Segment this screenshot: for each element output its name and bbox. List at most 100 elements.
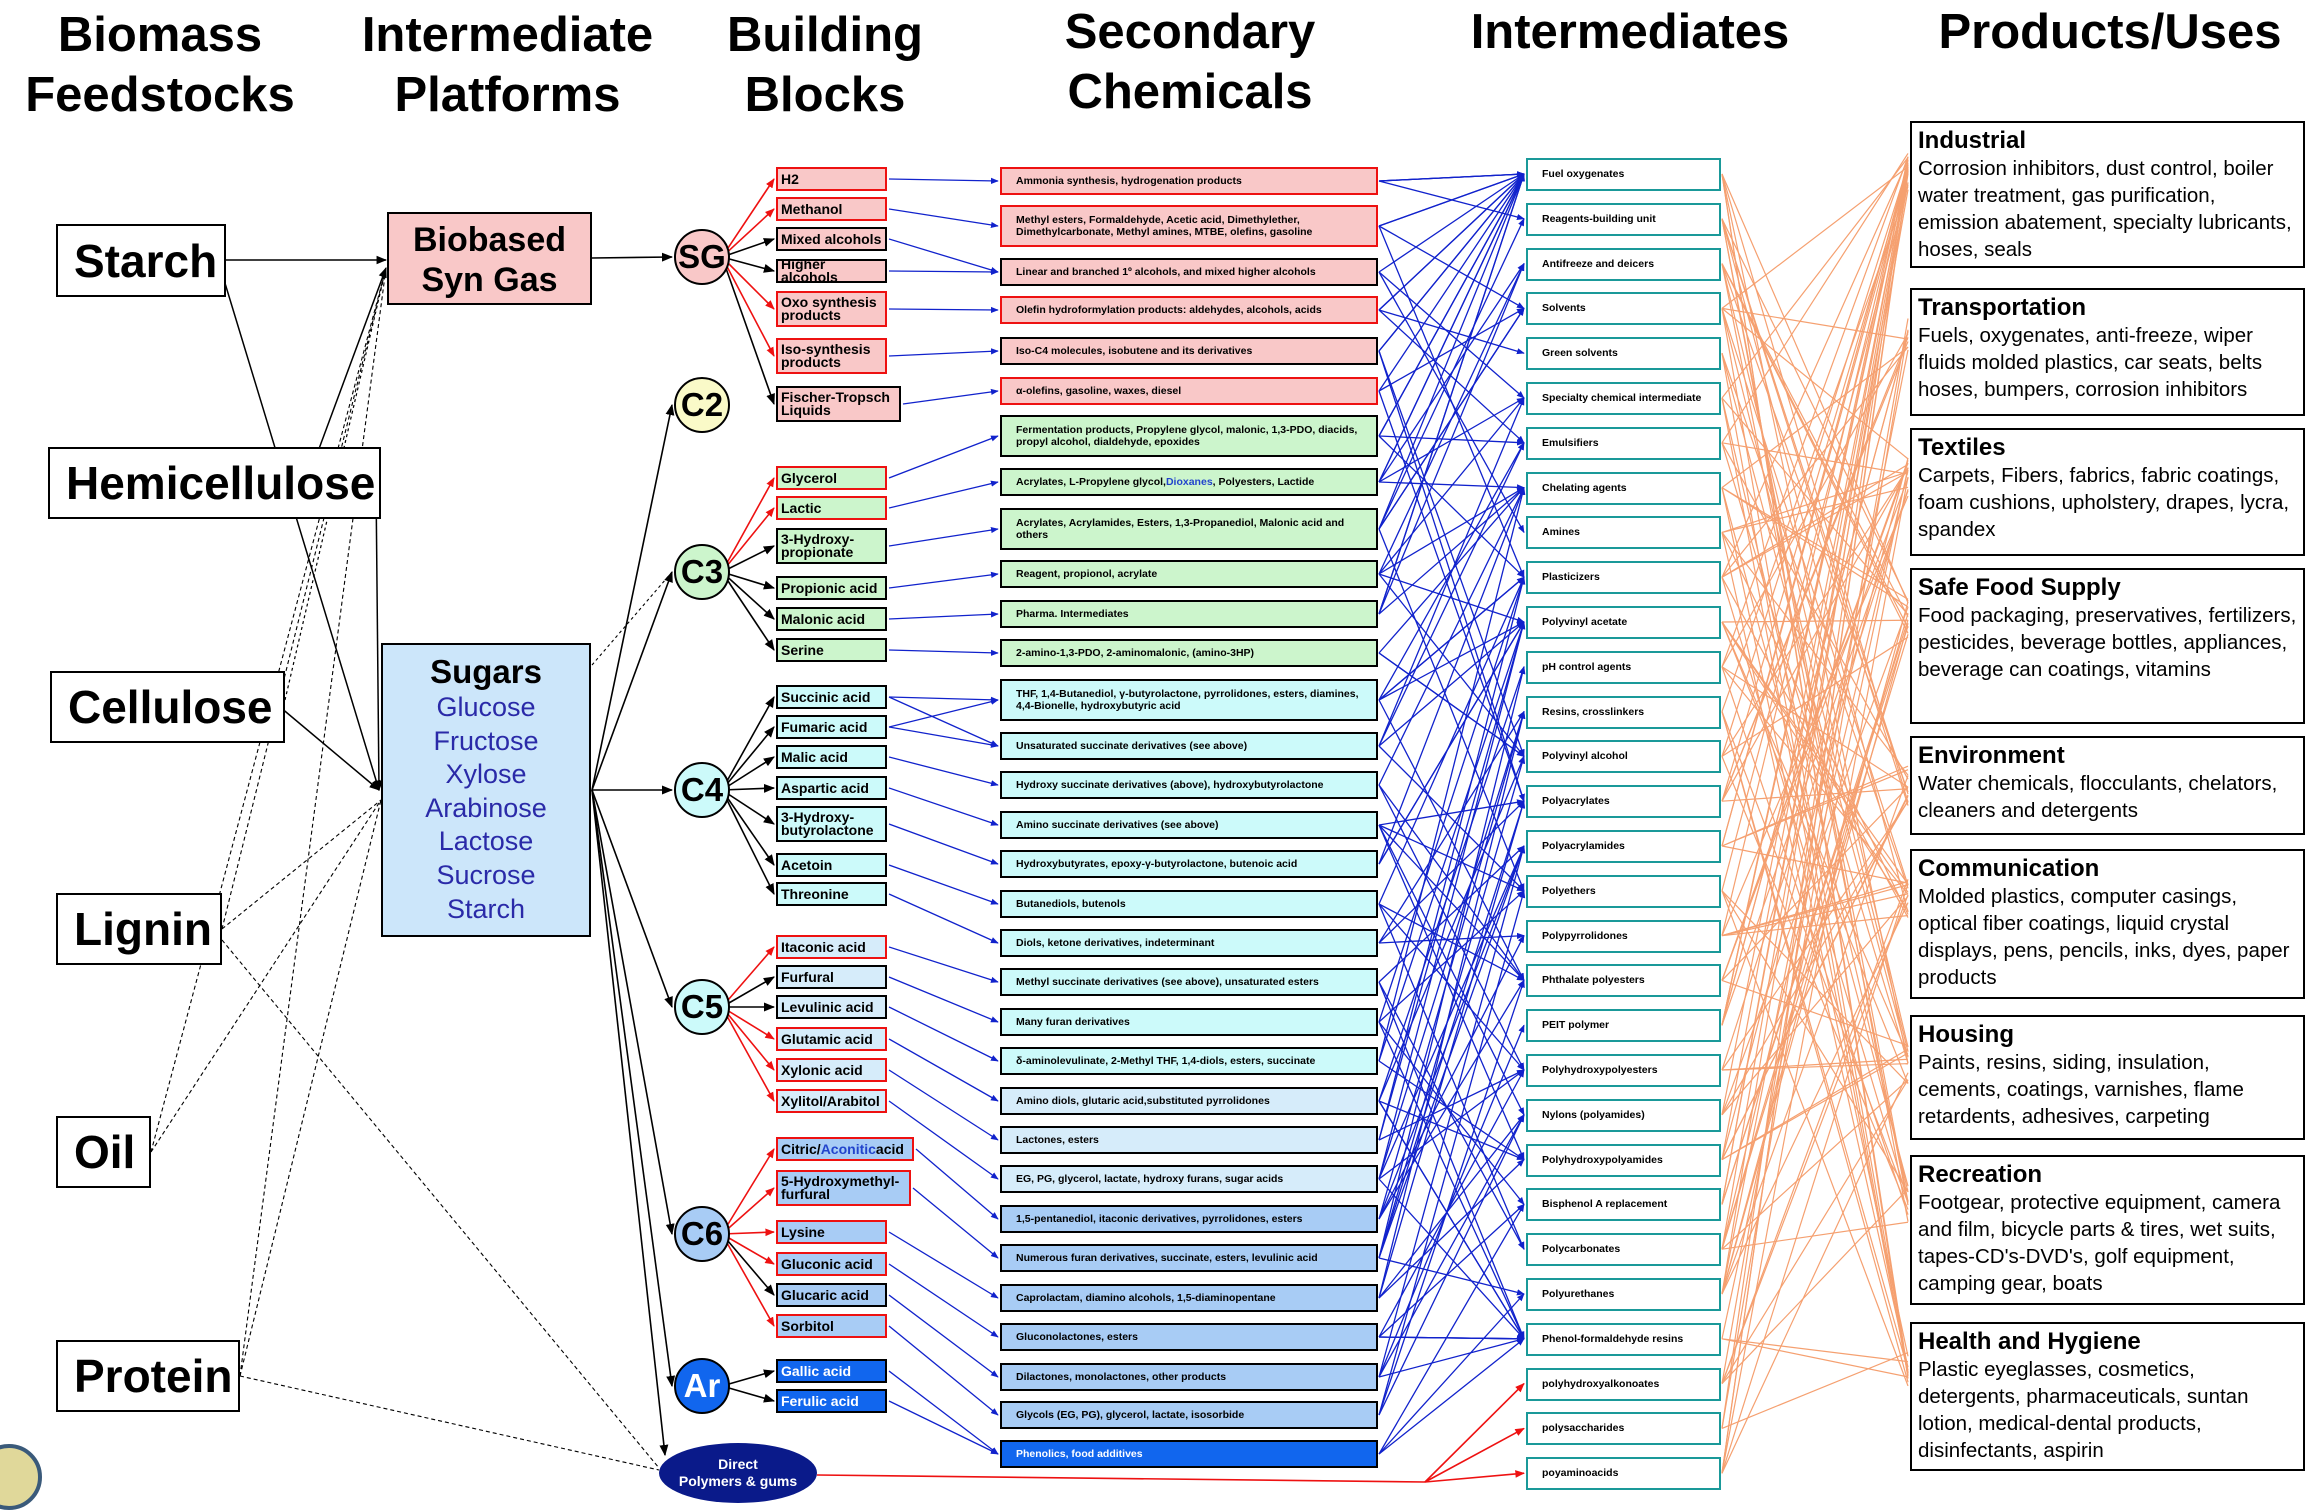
building-block-item: Ferulic acid [776,1389,887,1413]
chemical-to-intermediate-arrow [1378,1338,1525,1455]
group-to-block-line [721,477,775,573]
group-to-block-line [721,789,775,866]
product-category-description: Water chemicals, flocculants, chelators,… [1918,772,2278,822]
chemical-to-intermediate-arrow [1378,397,1525,747]
chemical-to-intermediate-arrow [1378,576,1525,701]
intermediate-to-product-link [1721,463,1909,578]
building-block-item: Methanol [776,197,887,221]
intermediate-to-product-link [1721,601,1909,1295]
product-category-description: Fuels, oxygenates, anti-freeze, wiper fl… [1918,324,2263,401]
group-to-block-line [721,208,775,258]
building-block-item: Itaconic acid [776,935,887,959]
chemical-to-intermediate-arrow [1378,576,1525,1023]
building-block-item: Citric/Aconitic acid [776,1137,914,1161]
intermediate-item: Green solvents [1526,337,1721,371]
block-to-chemical-arrow [888,698,999,728]
block-to-chemical-arrow [888,348,999,357]
intermediate-item: Antifreeze and deicers [1526,247,1721,281]
chemical-to-intermediate-arrow [1378,1203,1525,1455]
chemical-to-intermediate-arrow [1378,1114,1525,1378]
group-to-block-line [721,1228,775,1237]
building-block-item: Xylitol/Arabitol [776,1089,887,1113]
group-node-sg: SG [674,229,730,285]
intermediate-item: poyaminoacids [1526,1457,1721,1491]
block-to-chemical-arrow [888,268,999,276]
intermediate-to-product-link [1721,159,1909,578]
direct-line1: Direct [718,1456,758,1472]
header-biomass-feedstocks: Biomass Feedstocks [25,8,295,122]
chemical-to-intermediate-arrow [1378,528,1525,892]
block-to-chemical-arrow [888,1370,999,1455]
chemical-to-intermediate-arrow [1378,903,1525,1071]
chemical-to-intermediate-arrow [1378,621,1525,747]
building-block-item: Iso-synthesis products [776,338,887,374]
secondary-chemical-item: Dilactones, monolactones, other products [1000,1363,1378,1391]
intermediate-item: pH control agents [1526,650,1721,684]
intermediate-item: Fuel oxygenates [1526,158,1721,191]
chemical-to-intermediate-arrow [1378,173,1525,273]
chemical-to-intermediate-arrow [1378,573,1525,758]
secondary-chemical-item: Lactones, esters [1000,1126,1378,1154]
intermediate-to-product-link [1721,894,1909,1384]
building-block-item: Xylonic acid [776,1058,887,1082]
feedstock-starch: Starch [56,224,226,297]
intermediate-item: Phenol-formaldehyde resins [1526,1322,1721,1356]
platform-to-group-line [591,789,676,1388]
group-to-block-line [721,789,775,896]
group-to-block-line [721,571,776,590]
intermediate-to-product-link [1721,467,1909,1339]
intermediate-item: Polycarbonates [1526,1233,1721,1267]
platform-to-group-line [591,571,673,666]
building-block-item: Gallic acid [776,1359,887,1383]
intermediate-to-product-link [1721,170,1909,1115]
intermediate-to-product-link [1721,801,1909,1071]
product-category-title: Textiles [1918,434,2006,461]
chemical-to-intermediate-arrow [1378,486,1525,786]
intermediate-to-product-link [1721,467,1909,802]
intermediate-item: Bisphenol A replacement [1526,1188,1721,1222]
secondary-chemical-item: Fermentation products, Propylene glycol,… [1000,415,1378,457]
group-to-block-line [721,571,775,651]
intermediate-item: Polyurethanes [1526,1278,1721,1311]
product-category-title: Communication [1918,855,2100,882]
secondary-chemical-item: Hydroxy succinate derivatives (above), h… [1000,771,1378,799]
intermediate-to-product-link [1721,167,1909,1026]
chemical-to-intermediate-arrow [1378,573,1525,623]
intermediate-to-product-link [1721,164,1909,757]
chemical-to-intermediate-arrow [1378,1203,1525,1338]
group-to-block-line [721,1233,775,1327]
block-to-chemical-arrow [888,526,999,547]
intermediate-to-product-link [1721,1058,1909,1071]
block-to-chemical-arrow [888,1294,999,1378]
sugar-item: Starch [446,893,526,924]
intermediate-to-product-link [1721,1079,1909,1384]
intermediate-to-product-link [1721,166,1909,1160]
block-to-chemical-arrow [888,177,999,184]
chemical-to-intermediate-arrow [1378,745,1525,892]
intermediate-to-product-link [1721,457,1909,1160]
header-intermediate-platforms: Intermediate Platforms [361,8,654,122]
building-block-item: Succinic acid [776,685,887,709]
intermediate-to-product-link [1721,1338,1909,1378]
feedstock-to-platform-line [150,799,382,1153]
building-block-item: Serine [776,638,887,662]
intermediate-item: Solvents [1526,292,1721,326]
intermediate-to-product-link [1721,621,1909,885]
intermediate-to-product-link [1721,471,1909,578]
secondary-chemical-item: Diols, ketone derivatives, indeterminant [1000,929,1378,957]
block-to-chemical-arrow [888,976,999,1023]
block-to-chemical-arrow [888,208,999,229]
intermediate-item: PEIT polymer [1526,1009,1721,1043]
intermediate-to-product-link [1721,756,1909,1210]
block-to-chemical-arrow [888,1100,999,1180]
chemical-to-intermediate-arrow [1378,845,1525,1180]
block-to-chemical-arrow [888,571,999,589]
chemical-to-intermediate-arrow [1378,621,1525,1062]
secondary-chemical-item: Many furan derivatives [1000,1008,1378,1036]
block-to-chemical-arrow [888,306,999,314]
